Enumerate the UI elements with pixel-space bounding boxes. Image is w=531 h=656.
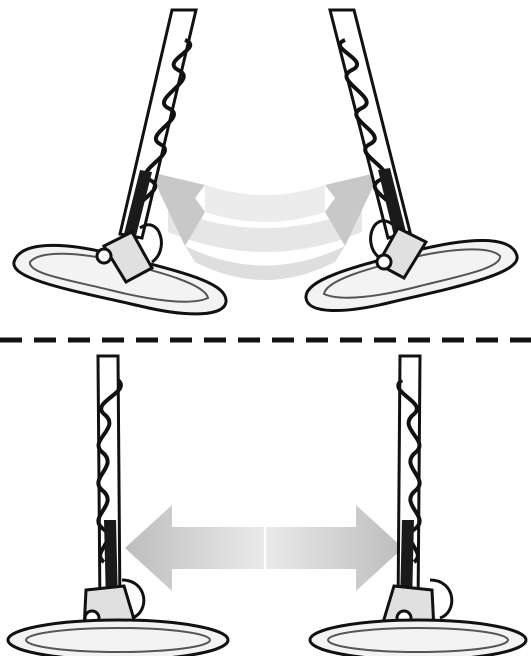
metal-detector-icon [12,8,228,316]
metal-detector-icon [304,8,519,313]
curved-double-arrow-icon [150,172,380,280]
metal-detector-icon [6,354,230,656]
bottom-panel [6,354,528,656]
straight-double-arrow-icon [125,505,403,591]
top-panel [12,8,519,316]
metal-detector-icon [308,354,528,656]
